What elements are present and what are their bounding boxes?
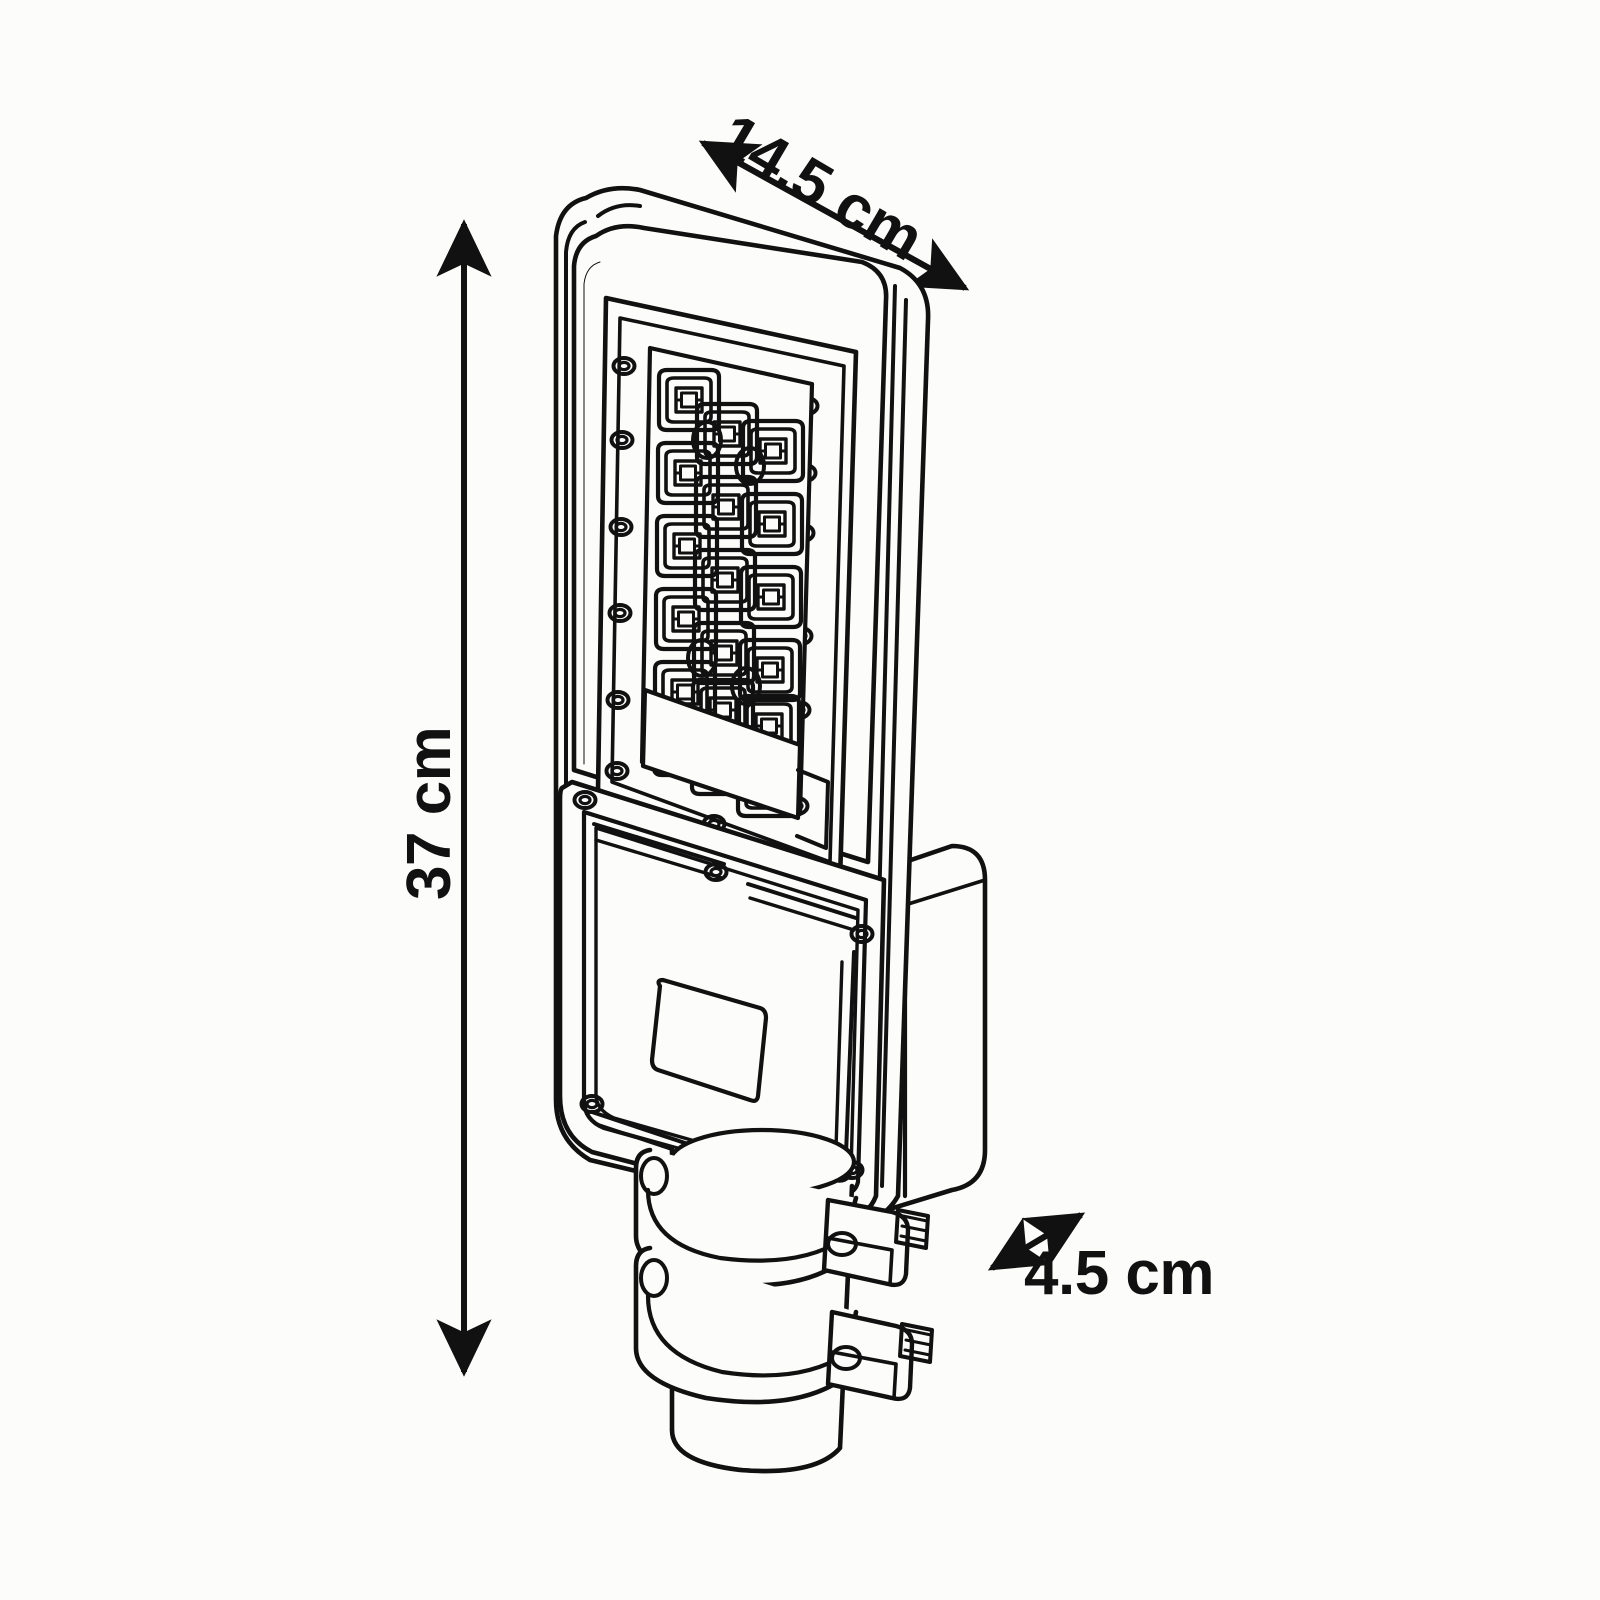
led-street-light-fixture [553,185,988,1474]
dimension-label-depth: 4.5 cm [1024,1239,1215,1308]
dimension-label-height: 37 cm [395,726,464,900]
dimension-line-depth [987,1212,1086,1271]
led-plate-shelf [640,687,830,850]
led-lens-array [654,370,803,816]
dimension-line-width [698,140,970,291]
clamp-band-lower [633,1245,934,1405]
pole-mount-bracket [633,1127,934,1474]
